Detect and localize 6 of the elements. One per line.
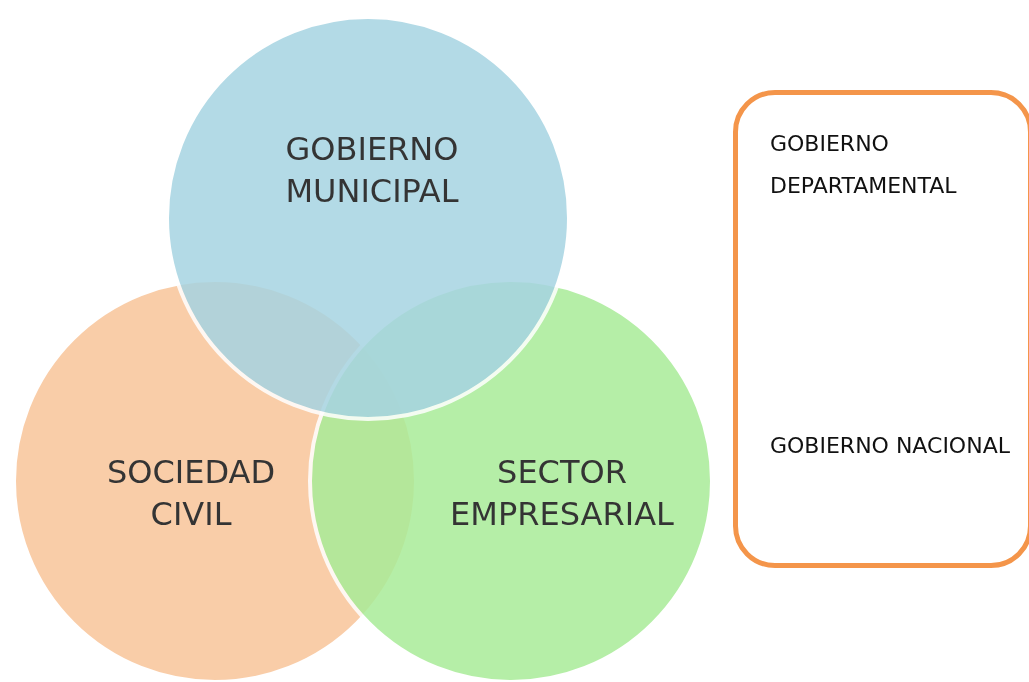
rounded-box [733, 90, 1029, 568]
box-label: GOBIERNO NACIONAL [770, 432, 1010, 460]
circle-label: SOCIEDAD CIVIL [105, 452, 277, 535]
circle-label: GOBIERNO MUNICIPAL [284, 129, 460, 212]
circle-label: SECTOR EMPRESARIAL [449, 452, 675, 535]
box-label: GOBIERNO DEPARTAMENTAL [770, 130, 958, 200]
